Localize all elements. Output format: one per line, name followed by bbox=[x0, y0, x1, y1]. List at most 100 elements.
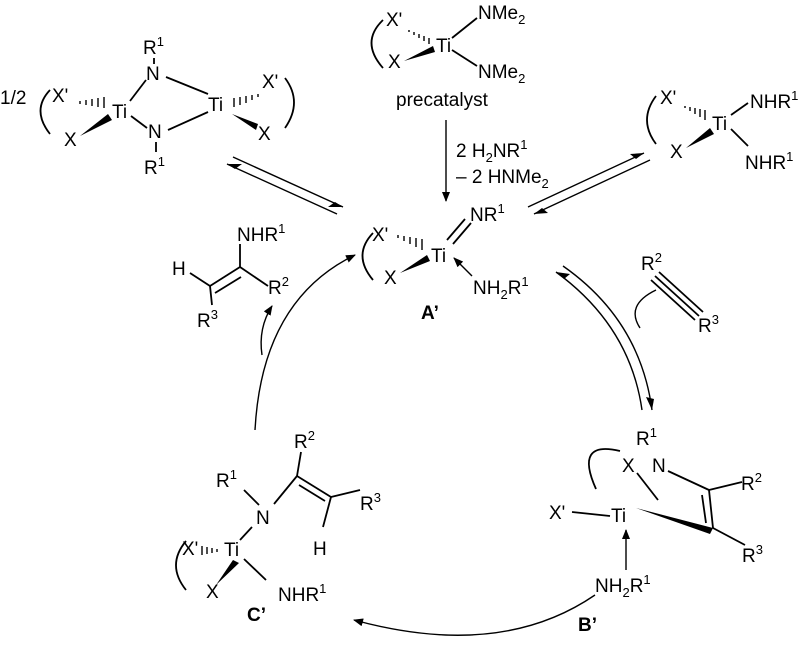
wedge-bond bbox=[400, 255, 430, 273]
r1-bottom: R1 bbox=[144, 154, 165, 179]
reagent-line-2: – 2 HNMe2 bbox=[456, 167, 549, 191]
ti-label: Ti bbox=[224, 540, 239, 561]
protonolysis-arrow bbox=[353, 594, 596, 636]
double-bond bbox=[214, 276, 242, 294]
eq-half-head bbox=[534, 208, 548, 214]
eq-half-head bbox=[328, 202, 343, 207]
eq-line-inner bbox=[555, 271, 643, 411]
nhr1-bottom: NHR1 bbox=[745, 149, 793, 174]
hashed-bond bbox=[79, 97, 105, 108]
triple-bond bbox=[658, 271, 704, 313]
alkyne-r3: R3 bbox=[698, 312, 719, 337]
equilibrium-dimer bbox=[226, 156, 344, 215]
x-prime-label: X' bbox=[182, 539, 198, 560]
product-release-arrow bbox=[260, 305, 273, 356]
x-label: X bbox=[384, 268, 397, 289]
nhr1-top: NHR1 bbox=[750, 88, 798, 113]
bond bbox=[243, 489, 260, 506]
wedge-bond bbox=[404, 46, 435, 61]
wedge-bond bbox=[636, 508, 713, 534]
bond bbox=[167, 111, 209, 131]
bond bbox=[636, 472, 659, 501]
imido-dimer: 1/2 X' X Ti N N R1 R1 Ti X' X bbox=[0, 34, 295, 179]
x-prime-label: X' bbox=[660, 88, 676, 109]
double-bond bbox=[701, 494, 707, 524]
x-label: X bbox=[670, 142, 683, 163]
alkyne: R2 R3 bbox=[641, 250, 719, 337]
double-bond bbox=[209, 266, 241, 287]
x-prime-label: X' bbox=[549, 503, 565, 524]
bond bbox=[451, 17, 478, 39]
b-r2: R2 bbox=[741, 470, 762, 495]
x-prime-left: X' bbox=[52, 86, 68, 107]
bond bbox=[667, 470, 710, 491]
label-c-prime: C’ bbox=[247, 605, 266, 626]
bond bbox=[243, 558, 267, 581]
equilibrium-cycloaddition bbox=[555, 265, 657, 411]
eq-line-outer bbox=[562, 265, 653, 411]
ti-label: Ti bbox=[436, 36, 451, 57]
double-bond bbox=[296, 475, 332, 498]
eq-line-top bbox=[527, 152, 645, 208]
ti-label: Ti bbox=[431, 246, 446, 267]
eq-line-bottom bbox=[533, 159, 651, 215]
n-bottom: N bbox=[148, 122, 162, 143]
c-h: H bbox=[313, 539, 327, 560]
chelate-arc bbox=[361, 232, 374, 281]
chelate-arc bbox=[175, 540, 187, 591]
chelate-arc-left bbox=[39, 89, 51, 135]
x-prime-label: X' bbox=[372, 225, 388, 246]
x-prime-right: X' bbox=[262, 72, 278, 93]
triple-bond bbox=[650, 279, 696, 321]
b-r1: R1 bbox=[636, 425, 657, 450]
eq-line-top bbox=[232, 156, 344, 208]
bond bbox=[730, 102, 749, 116]
hashed-bond bbox=[201, 546, 218, 555]
precatalyst: X' Ti X NMe2 NMe2 precatalyst bbox=[370, 3, 525, 111]
x-left: X bbox=[64, 130, 77, 151]
bis-amido-complex: X' X Ti NHR1 NHR1 bbox=[646, 88, 798, 174]
precatalyst-caption: precatalyst bbox=[396, 90, 489, 111]
bond bbox=[239, 526, 253, 541]
eq-half-head bbox=[227, 164, 242, 169]
bond bbox=[330, 489, 361, 498]
wedge-bond bbox=[232, 114, 258, 130]
b-r3: R3 bbox=[742, 542, 763, 567]
eq-line-bottom bbox=[226, 163, 338, 215]
alkyne-r2: R2 bbox=[641, 250, 662, 275]
ti-left: Ti bbox=[112, 102, 127, 123]
dative-bond bbox=[453, 257, 473, 277]
c-r3: R3 bbox=[360, 490, 381, 515]
bond bbox=[730, 128, 749, 147]
x-label: X bbox=[206, 582, 219, 603]
x-label: X bbox=[388, 52, 401, 73]
product-r3: R3 bbox=[197, 307, 218, 332]
n-top: N bbox=[146, 64, 160, 85]
bond bbox=[239, 266, 269, 287]
nme2-top: NMe2 bbox=[478, 3, 525, 27]
complex-a-prime: X' X Ti NR1 NH2R1 A’ bbox=[361, 201, 529, 324]
c-r2: R2 bbox=[294, 428, 315, 453]
hashed-bond bbox=[684, 106, 706, 120]
bond bbox=[189, 272, 211, 287]
product-nhr1: NHR1 bbox=[237, 221, 285, 246]
equilibrium-bisamide bbox=[527, 152, 651, 215]
enamine-product: NHR1 H R2 R3 bbox=[172, 221, 289, 332]
label-b-prime: B’ bbox=[578, 615, 597, 636]
chelate-arc bbox=[588, 448, 621, 490]
double-bond bbox=[298, 484, 326, 502]
hashed-bond bbox=[397, 235, 423, 250]
eq-half-head bbox=[630, 153, 644, 159]
regeneration-arrow bbox=[254, 254, 356, 431]
amine-nh2r1: NH2R1 bbox=[595, 572, 651, 600]
bond bbox=[209, 285, 213, 306]
label-a-prime: A’ bbox=[421, 303, 439, 324]
x-right: X bbox=[258, 124, 271, 145]
reagent-line-1: 2 H2NR1 bbox=[456, 137, 528, 165]
wedge-bond bbox=[216, 560, 239, 585]
eq-half-head bbox=[556, 272, 570, 279]
double-bond bbox=[708, 489, 714, 529]
x-label: X bbox=[622, 456, 635, 477]
chelate-arc-right bbox=[284, 77, 295, 129]
